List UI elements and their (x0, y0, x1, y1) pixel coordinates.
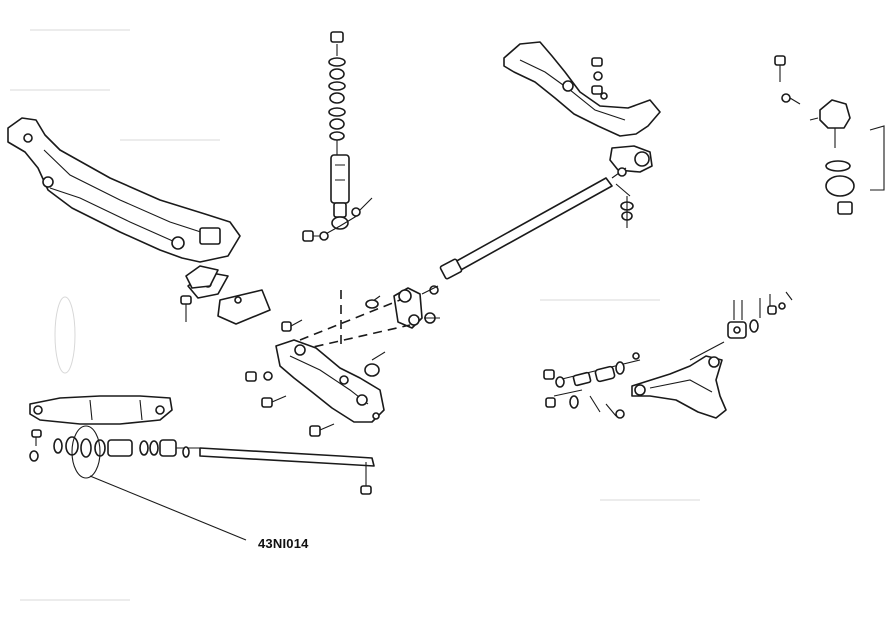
assembly-line-2 (299, 324, 411, 351)
upper-arm-bushing (727, 291, 793, 339)
callout-leader-line (89, 475, 247, 541)
ball-joint-assembly (774, 55, 885, 215)
part-number-callout: 43NI014 (258, 536, 309, 551)
lower-control-arm (275, 295, 386, 423)
crossmember-bolts (591, 57, 603, 95)
steering-link (393, 285, 440, 329)
rear-control-arm-bushing (29, 429, 200, 462)
left-crossmember (7, 117, 241, 263)
right-crossmember (503, 41, 661, 173)
scan-noise (10, 29, 700, 601)
diagonal-tie-rod (439, 167, 634, 280)
callout-highlight-ring (71, 425, 101, 479)
assembly-line-1 (299, 299, 401, 341)
shock-lower-bracket (185, 265, 219, 289)
shock-absorber (302, 31, 373, 242)
upper-control-arm (631, 341, 727, 419)
center-fasteners (245, 319, 335, 437)
rear-lateral-arm (29, 395, 173, 425)
cross-shaft (543, 352, 641, 419)
strut-rod (199, 447, 375, 495)
